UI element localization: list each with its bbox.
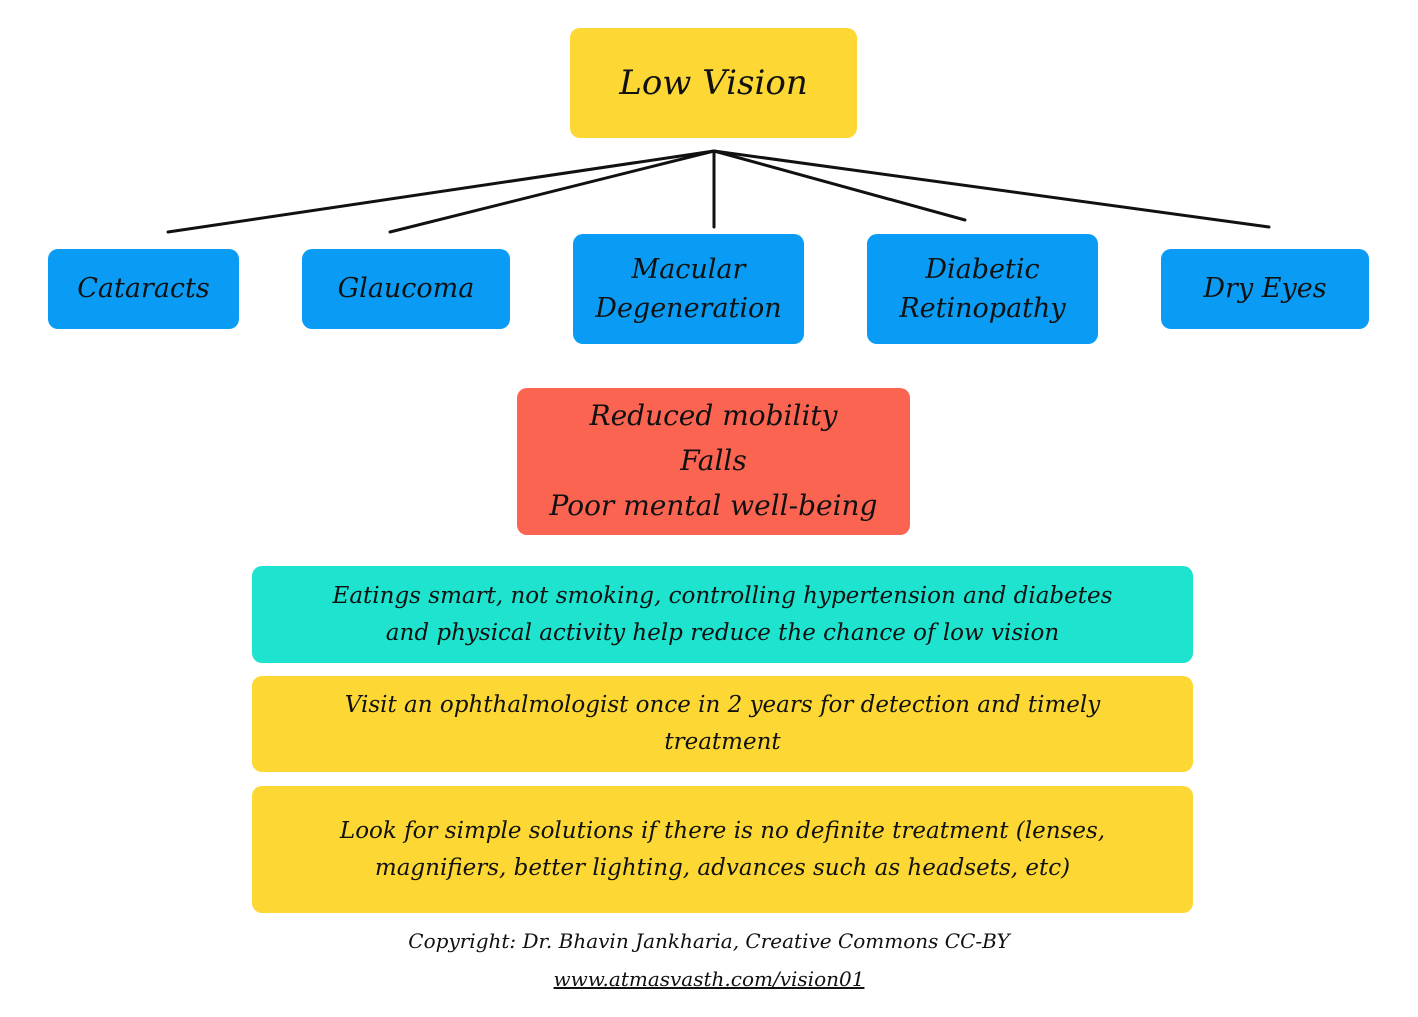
tip-line-1: Visit an ophthalmologist once in 2 years… — [344, 692, 1101, 719]
cause-node-glaucoma: Glaucoma — [302, 249, 510, 329]
effect-item: Reduced mobility — [589, 399, 838, 433]
cause-label-line-1: Macular — [631, 253, 746, 285]
tip-line-2: treatment — [664, 729, 781, 755]
cause-node-diabetic-retinopathy: Diabetic Retinopathy — [867, 234, 1098, 344]
cause-label-line-2: Retinopathy — [899, 293, 1066, 324]
effect-item: Falls — [680, 444, 747, 478]
copyright-notice: Copyright: Dr. Bhavin Jankharia, Creativ… — [408, 929, 1010, 953]
source-link[interactable]: www.atmasvasth.com/vision01 — [553, 967, 865, 991]
root-label: Low Vision — [619, 62, 808, 103]
tip-line-1: Eatings smart, not smoking, controlling … — [332, 582, 1113, 609]
connector-diabetic-retinopathy — [712, 149, 967, 222]
cause-label: Glaucoma — [337, 273, 475, 305]
cause-node-macular-degeneration: Macular Degeneration — [573, 234, 804, 344]
connector-glaucoma — [388, 149, 716, 234]
connector-cataracts — [166, 149, 716, 234]
cause-label: Cataracts — [77, 273, 210, 305]
tip-box-solutions: Look for simple solutions if there is no… — [252, 786, 1193, 913]
effect-item: Poor mental well-being — [549, 488, 878, 522]
effects-box: Reduced mobility Falls Poor mental well-… — [517, 388, 910, 535]
cause-label-line-1: Diabetic — [925, 253, 1040, 285]
tip-box-checkup: Visit an ophthalmologist once in 2 years… — [252, 676, 1193, 772]
tip-box-prevention: Eatings smart, not smoking, controlling … — [252, 566, 1193, 663]
connector-dry-eyes — [712, 149, 1271, 229]
root-node-low-vision: Low Vision — [570, 28, 857, 138]
tip-line-2: and physical activity help reduce the ch… — [385, 619, 1060, 646]
tip-line-1: Look for simple solutions if there is no… — [339, 817, 1106, 844]
cause-label-line-2: Degeneration — [595, 293, 782, 324]
tip-line-2: magnifiers, better lighting, advances su… — [374, 854, 1071, 881]
cause-node-cataracts: Cataracts — [48, 249, 239, 329]
cause-label: Dry Eyes — [1203, 273, 1327, 305]
cause-node-dry-eyes: Dry Eyes — [1161, 249, 1369, 329]
